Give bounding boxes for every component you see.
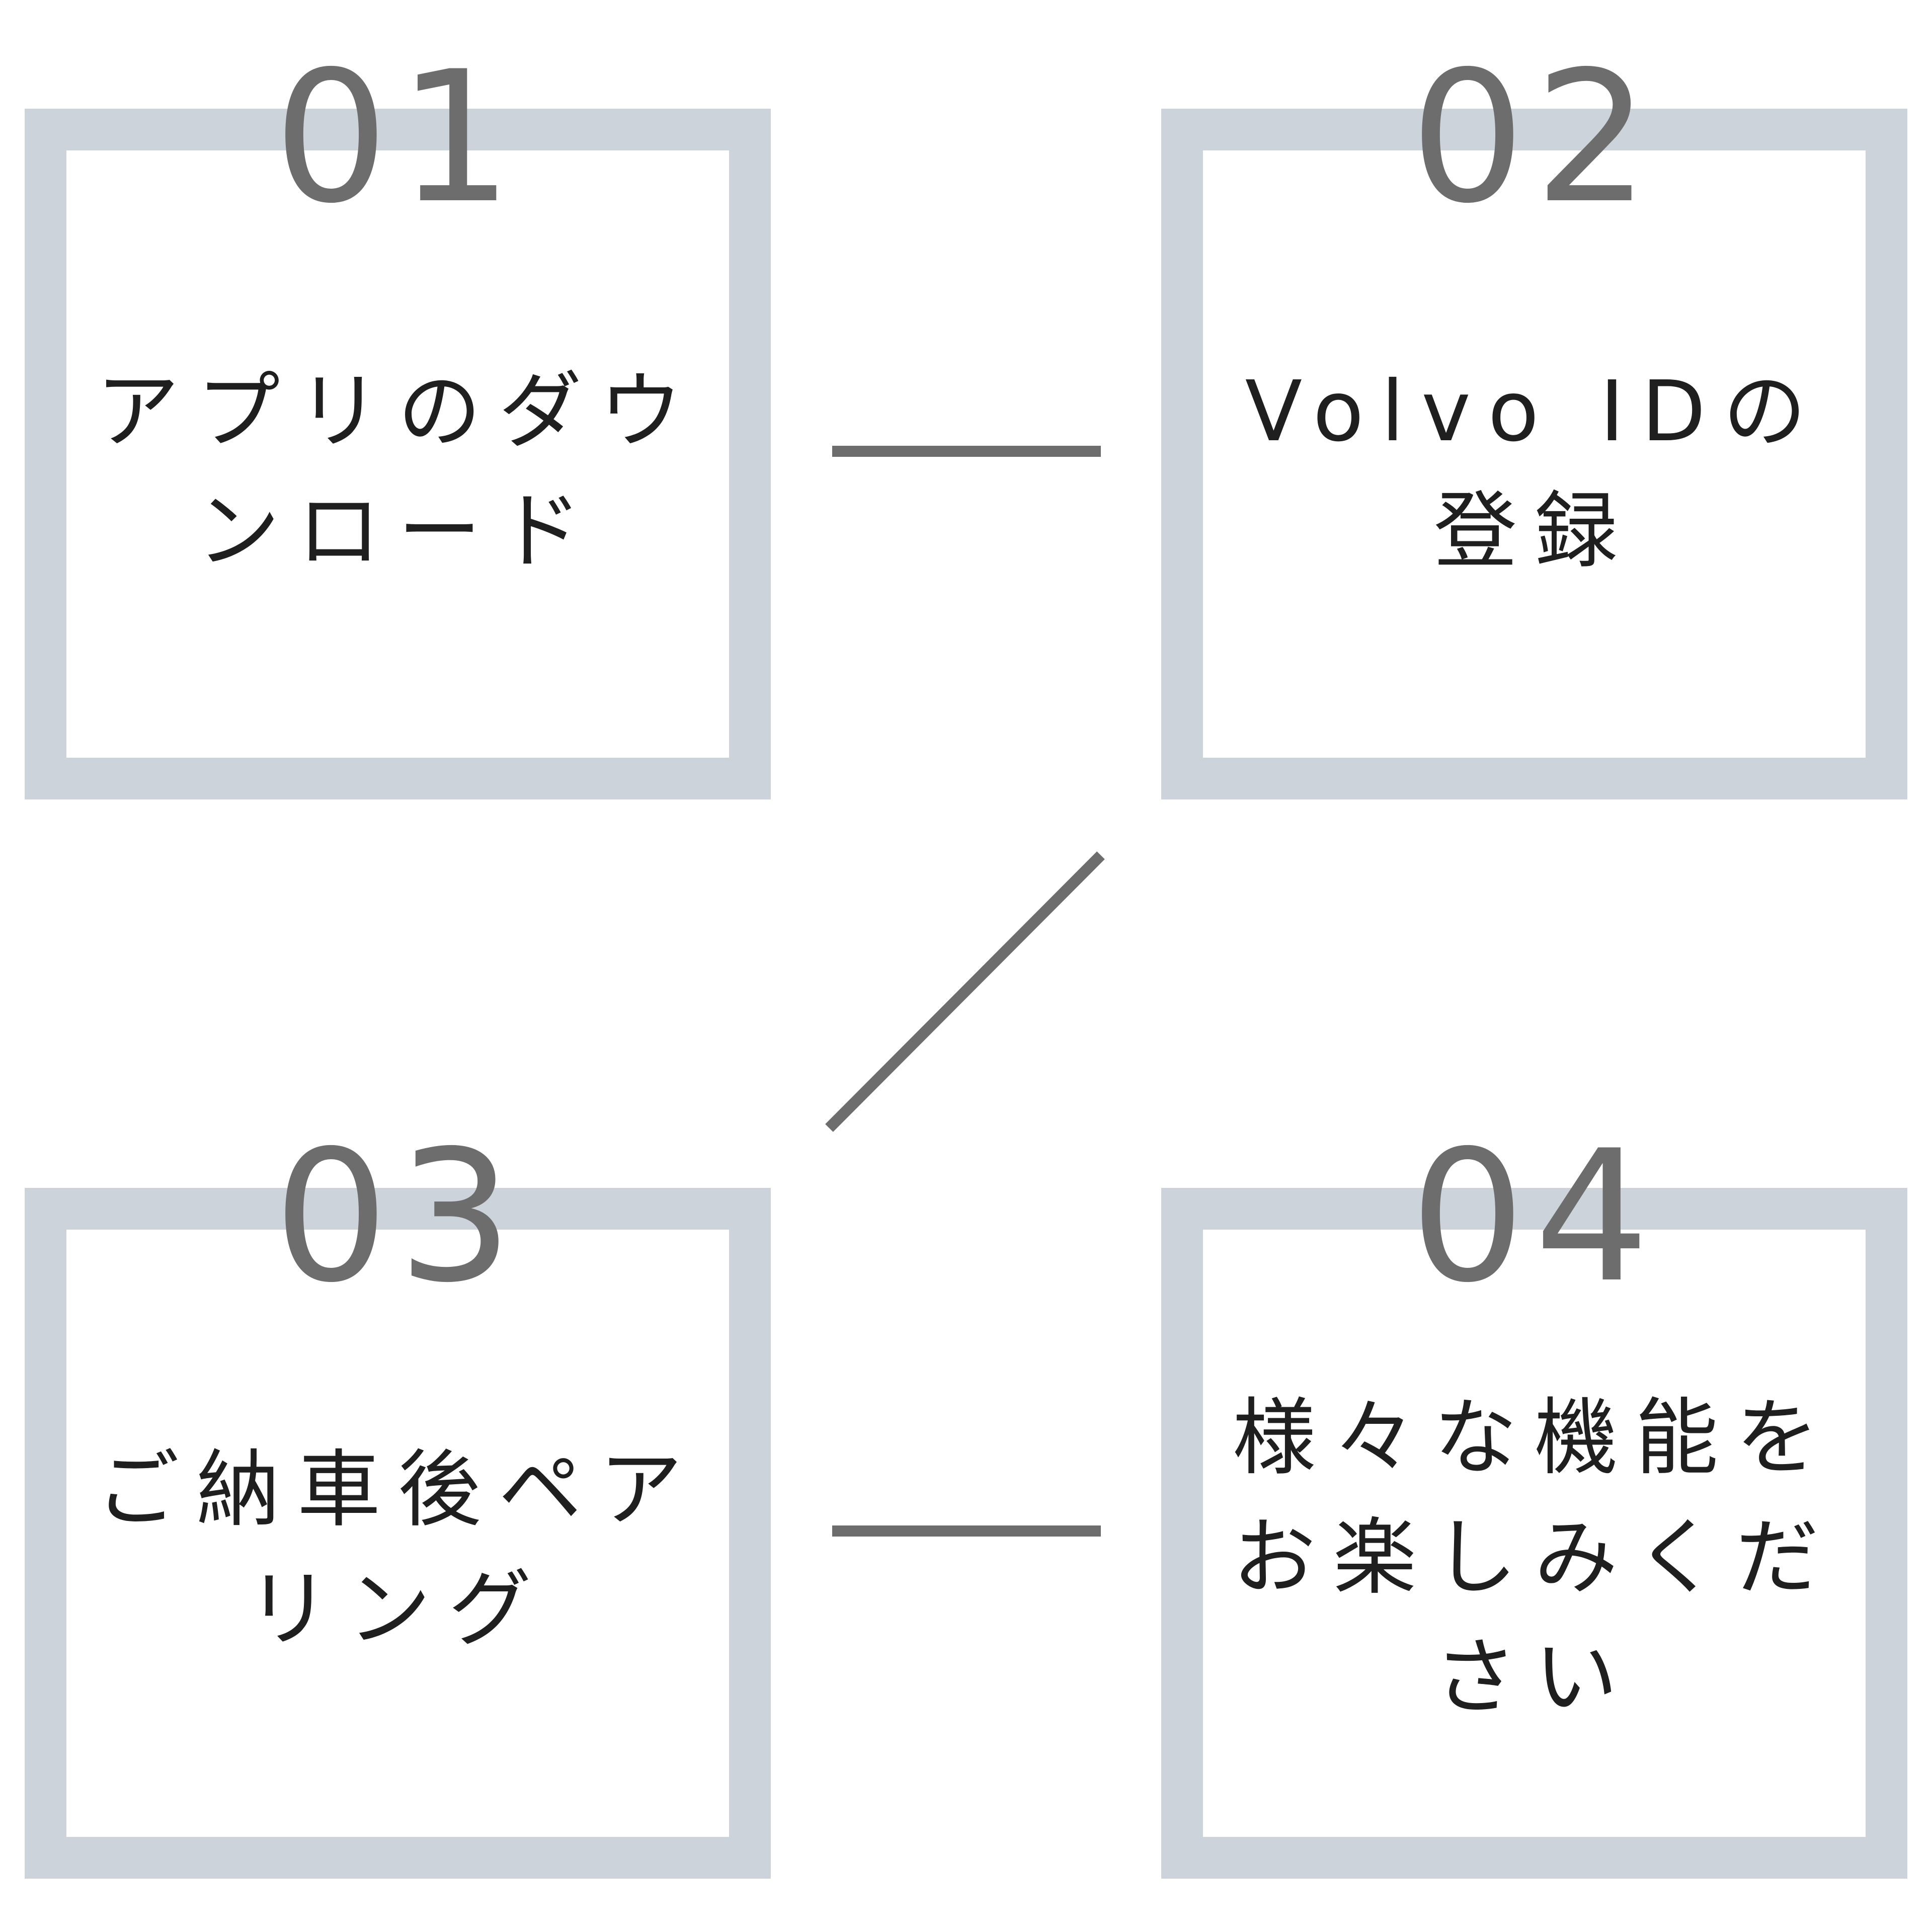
step-number-01: 01	[273, 32, 522, 243]
step-label-03: ご納車後ペア リング	[25, 1430, 771, 1670]
step-box-02	[1161, 109, 1907, 799]
step-number-03: 03	[273, 1111, 522, 1322]
connector-02-03	[825, 851, 1105, 1132]
step-label-01-line-1: アプリのダウ	[96, 363, 700, 460]
step-label-01-line-2: ンロード	[196, 483, 599, 580]
step-box-04	[1161, 1188, 1907, 1879]
step-label-02: Volvo IDの 登録	[1161, 352, 1907, 592]
step-number-02: 02	[1410, 32, 1659, 243]
step-label-04: 様々な機能を お楽しみくだ さい	[1161, 1379, 1907, 1738]
step-number-04: 04	[1410, 1111, 1659, 1322]
step-box-03	[25, 1188, 771, 1879]
step-box-01	[25, 109, 771, 799]
step-label-02-line-1: Volvo IDの	[1245, 363, 1824, 460]
step-label-04-line-3: さい	[1433, 1629, 1635, 1726]
step-label-03-line-2: リング	[247, 1561, 549, 1658]
step-label-04-line-2: お楽しみくだ	[1232, 1509, 1836, 1606]
step-label-02-line-2: 登録	[1433, 483, 1635, 580]
step-label-04-line-1: 様々な機能を	[1232, 1390, 1836, 1487]
step-label-01: アプリのダウ ンロード	[25, 352, 771, 592]
step-label-03-line-1: ご納車後ペア	[96, 1441, 700, 1539]
